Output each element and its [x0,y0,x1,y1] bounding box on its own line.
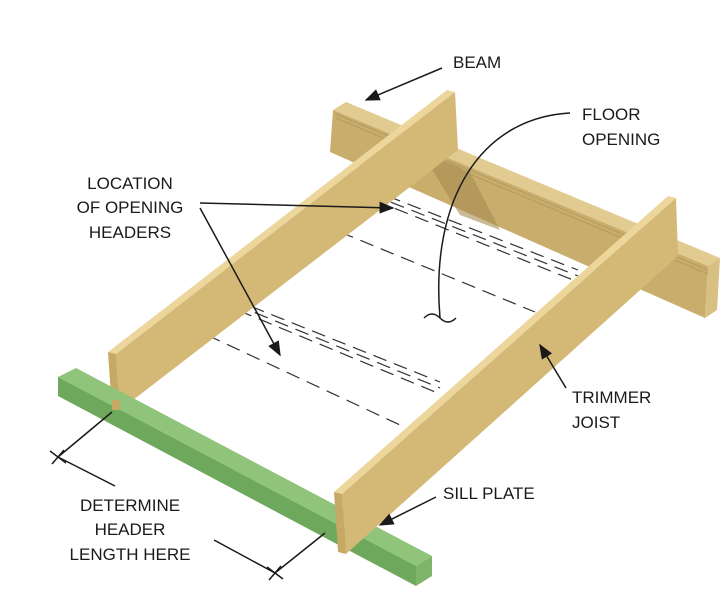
determine-label-1: DETERMINE [80,496,180,515]
location-label-1: LOCATION [87,174,173,193]
header-arrow-top [199,201,395,214]
left-trimmer-joist [108,90,458,410]
trimmer-arrow [539,343,567,389]
header-arrow-bottom [199,207,281,357]
trimmer-label-1: TRIMMER [572,388,651,407]
beam-label: BEAM [453,53,501,72]
header-length-dimension [49,411,326,581]
right-trimmer-joist [334,196,678,554]
location-label-2: OF OPENING [77,198,184,217]
floor-opening-label-1: FLOOR [582,105,641,124]
location-label-3: HEADERS [89,223,171,242]
trimmer-label-2: JOIST [572,413,620,432]
determine-label-3: LENGTH HERE [70,545,191,564]
sill-plate-label: SILL PLATE [443,484,535,503]
floor-opening-label-2: OPENING [582,130,660,149]
determine-label-2: HEADER [95,520,166,539]
floor-opening-leader [423,112,571,323]
sill-arrow [378,496,437,526]
beam-arrow [364,67,443,101]
